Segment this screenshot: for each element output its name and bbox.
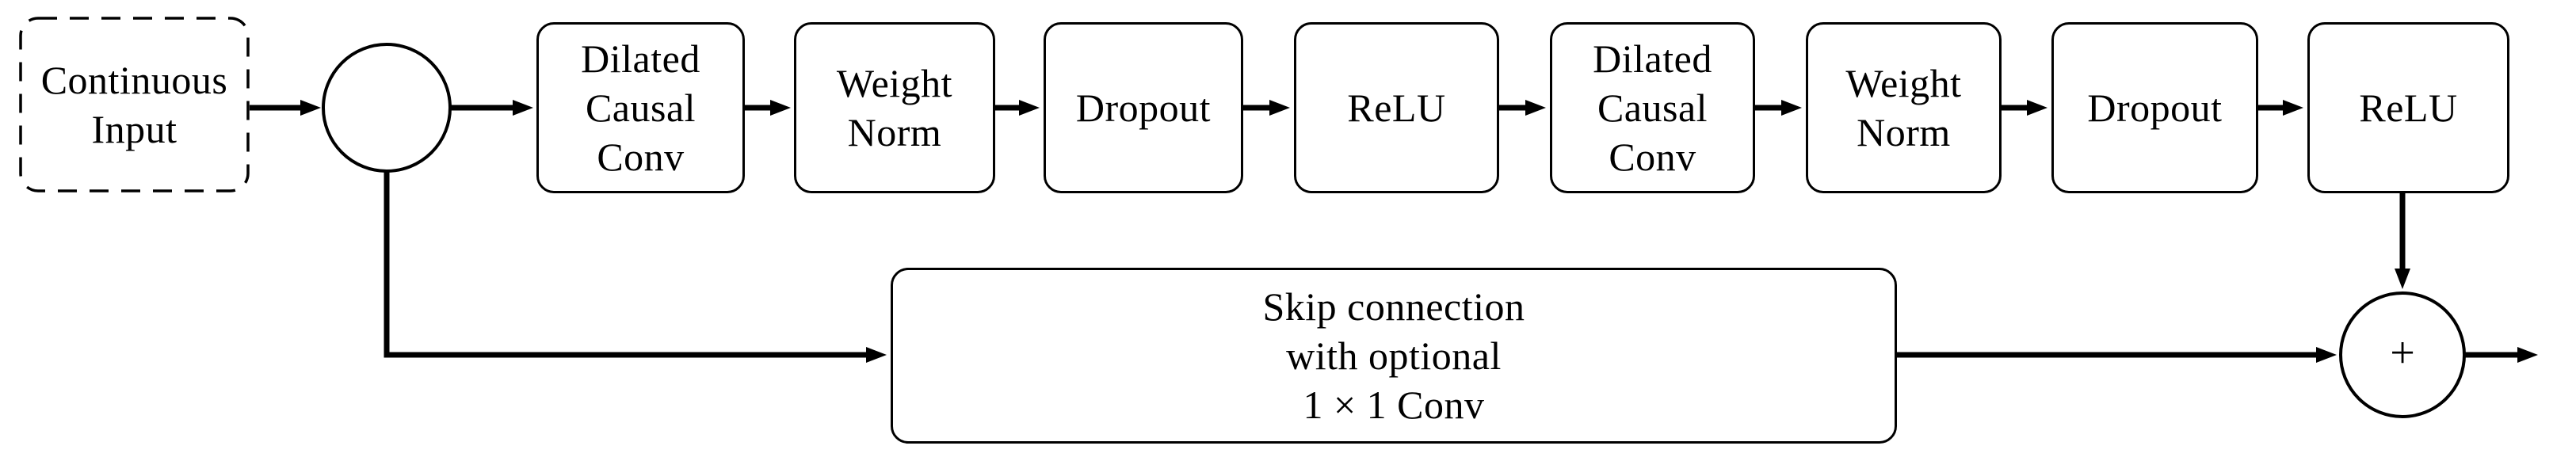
block-label: Dilated Causal Conv xyxy=(1593,36,1712,179)
arrow-merge-to-skipbox xyxy=(384,168,887,363)
merge-node-circle xyxy=(322,43,452,173)
sum-plus-label: + xyxy=(2390,329,2415,378)
block-dilated-causal-conv-1: Dilated Causal Conv xyxy=(536,22,745,193)
block-label: Dropout xyxy=(2087,86,2223,130)
block-dropout-2: Dropout xyxy=(2051,22,2258,193)
input-box-label: Continuous Input xyxy=(40,58,228,151)
block-label: Dropout xyxy=(1075,86,1212,130)
block-label: ReLU xyxy=(1347,86,1446,130)
block-weight-norm-1: Weight Norm xyxy=(794,22,995,193)
block-relu-2: ReLU xyxy=(2307,22,2509,193)
block-label: Dilated Causal Conv xyxy=(581,36,700,179)
block-dropout-1: Dropout xyxy=(1044,22,1243,193)
block-weight-norm-2: Weight Norm xyxy=(1806,22,2002,193)
input-box-border xyxy=(19,17,250,192)
block-label: ReLU xyxy=(2359,86,2458,130)
block-dilated-causal-conv-2: Dilated Causal Conv xyxy=(1550,22,1755,193)
block-label: Weight Norm xyxy=(836,61,953,154)
block-relu-1: ReLU xyxy=(1294,22,1499,193)
skip-connection-label: Skip connection with optional 1 × 1 Conv xyxy=(1262,284,1525,427)
skip-connection-box: Skip connection with optional 1 × 1 Conv xyxy=(891,268,1897,444)
block-label: Weight Norm xyxy=(1845,61,1962,154)
sum-node-circle xyxy=(2339,291,2466,418)
